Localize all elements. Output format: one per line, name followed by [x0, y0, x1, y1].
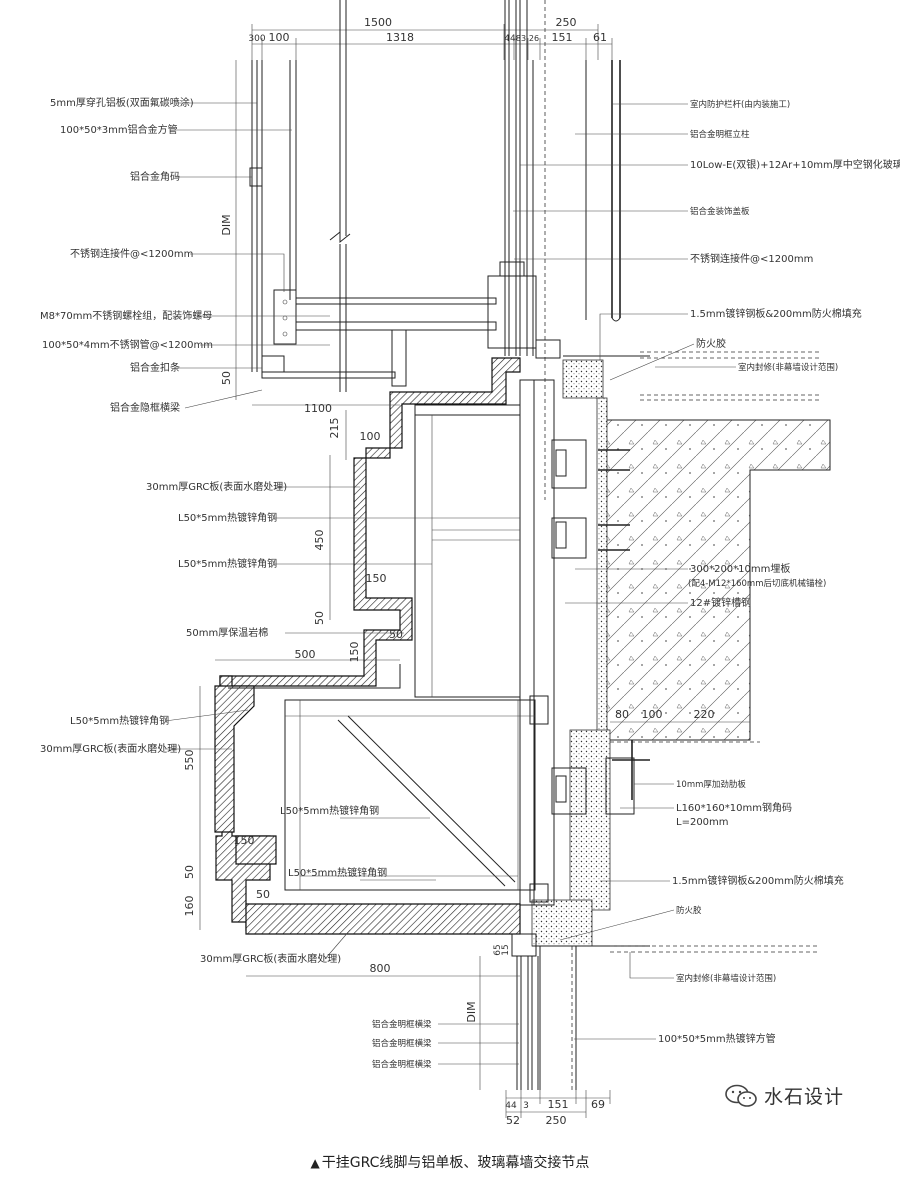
dim-100-right: 100 — [642, 708, 663, 721]
label-ss-connector-right: 不锈钢连接件@<1200mm — [690, 252, 813, 265]
lower-glass-curtain-wall — [511, 933, 820, 1090]
label-angle-2: L50*5mm热镀锌角钢 — [178, 557, 277, 570]
label-rockwool: 50mm厚保温岩棉 — [186, 626, 268, 639]
label-fire-sealant-upper: 防火胶 — [696, 337, 726, 350]
dim-44: 44 — [504, 34, 516, 44]
label-alu-tube: 100*50*3mm铝合金方管 — [60, 123, 178, 136]
label-grc-upper: 30mm厚GRC板(表面水磨处理) — [146, 480, 287, 493]
label-interior-finish-upper: 室内封修(非幕墙设计范围) — [738, 362, 838, 373]
figure-caption: ▲干挂GRC线脚与铝单板、玻璃幕墙交接节点 — [0, 1152, 900, 1172]
wechat-icon — [725, 1084, 757, 1107]
watermark: 水石设计 — [724, 1082, 844, 1109]
label-grc-lower: 30mm厚GRC板(表面水磨处理) — [200, 952, 341, 965]
bdim-250: 250 — [546, 1114, 567, 1127]
dim-150-c: 150 — [234, 834, 255, 847]
dim-150-b: 150 — [348, 642, 361, 663]
dim-300: 300 — [248, 34, 265, 44]
dim-50-c: 50 — [183, 865, 196, 879]
dim-100-mid: 100 — [360, 430, 381, 443]
top-dimensions: 1500 250 300 100 1318 44 83 26 151 61 — [248, 16, 613, 60]
label-mullion-2: 铝合金明框横梁 — [372, 1038, 432, 1049]
label-ss-connector-left: 不锈钢连接件@<1200mm — [70, 247, 193, 260]
dim-dim-lower: DIM — [465, 1001, 478, 1022]
label-channel-steel: 12#镀锌槽钢 — [690, 596, 751, 609]
caption-text: 干挂GRC线脚与铝单板、玻璃幕墙交接节点 — [321, 1155, 590, 1171]
label-steel-angle: L160*160*10mm钢角码 — [676, 801, 792, 814]
label-angle-3: L50*5mm热镀锌角钢 — [70, 714, 169, 727]
label-interior-finish-lower: 室内封修(非幕墙设计范围) — [676, 973, 776, 984]
upper-aluminium-panel — [249, 0, 497, 392]
label-mullion-1: 铝合金明框横梁 — [372, 1019, 432, 1030]
label-ss-tube: 100*50*4mm不锈钢管@<1200mm — [42, 338, 213, 351]
dim-50-b: 50 — [389, 628, 403, 641]
label-steel-tube: 100*50*5mm热镀锌方管 — [658, 1032, 776, 1045]
dim-150-a: 150 — [366, 572, 387, 585]
dim-215: 215 — [328, 418, 341, 439]
right-labels: 室内防护栏杆(由内装施工) 铝合金明框立柱 10Low-E(双银)+12Ar+1… — [513, 99, 900, 1045]
dim-15: 15 — [501, 944, 511, 955]
dim-220: 220 — [694, 708, 715, 721]
dim-500: 500 — [295, 648, 316, 661]
label-perforated-panel: 5mm厚穿孔铝板(双面氟碳喷涂) — [50, 96, 194, 109]
dim-dim-upper: DIM — [220, 214, 233, 235]
dim-1500: 1500 — [364, 16, 392, 29]
label-grc-mid: 30mm厚GRC板(表面水磨处理) — [40, 742, 181, 755]
dim-250: 250 — [556, 16, 577, 29]
label-mullion-3: 铝合金明框横梁 — [372, 1059, 432, 1070]
label-cover-plate: 铝合金装饰盖板 — [690, 206, 750, 217]
dim-1100: 1100 — [304, 402, 332, 415]
label-angle-5: L50*5mm热镀锌角钢 — [288, 866, 387, 879]
dim-50-top: 50 — [220, 371, 233, 385]
dim-65: 65 — [493, 944, 503, 955]
label-stiffener: 10mm厚加劲肋板 — [676, 779, 746, 790]
label-mullion-upper: 铝合金明框立柱 — [690, 129, 750, 140]
label-fire-board-upper: 1.5mm镀锌钢板&200mm防火棉填充 — [690, 307, 862, 320]
steel-subframe — [284, 379, 650, 906]
label-alu-transom: 铝合金隐框横梁 — [110, 401, 180, 414]
label-m8-bolt: M8*70mm不锈钢螺栓组，配装饰螺母 — [40, 309, 212, 322]
label-alu-cap-strip: 铝合金扣条 — [130, 361, 180, 374]
dim-450: 450 — [313, 530, 326, 551]
label-fire-sealant-lower: 防火胶 — [676, 905, 702, 916]
dim-80: 80 — [615, 708, 629, 721]
dim-61: 61 — [593, 31, 607, 44]
label-angle-length: L=200mm — [676, 817, 729, 828]
label-anchor-bolts: (配4-M12*160mm后切底机械锚栓) — [688, 578, 826, 589]
label-angle-4: L50*5mm热镀锌角钢 — [280, 804, 379, 817]
dim-50-d: 50 — [256, 888, 270, 901]
construction-detail-drawing: 1500 250 300 100 1318 44 83 26 151 61 — [40, 0, 900, 1127]
dim-100: 100 — [269, 31, 290, 44]
dim-1318: 1318 — [386, 31, 414, 44]
bottom-dimensions: 44 3 151 69 52 250 — [505, 1090, 611, 1127]
dim-160: 160 — [183, 896, 196, 917]
dim-151: 151 — [552, 31, 573, 44]
upper-glass-curtain-wall — [487, 0, 820, 500]
dim-550: 550 — [183, 750, 196, 771]
label-glass: 10Low-E(双银)+12Ar+10mm厚中空钢化玻璃 — [690, 158, 900, 171]
label-embed-plate: 300*200*10mm埋板 — [690, 562, 790, 575]
label-angle-1: L50*5mm热镀锌角钢 — [178, 511, 277, 524]
bdim-151: 151 — [548, 1098, 569, 1111]
dim-83: 83 — [516, 34, 526, 43]
bdim-69: 69 — [591, 1098, 605, 1111]
label-fire-board-lower: 1.5mm镀锌钢板&200mm防火棉填充 — [672, 874, 844, 887]
left-dimensions: DIM 50 1100 215 100 450 150 50 50 150 50… — [183, 60, 750, 1090]
watermark-text: 水石设计 — [764, 1086, 845, 1108]
dim-26: 26 — [529, 34, 539, 43]
left-labels: 5mm厚穿孔铝板(双面氟碳喷涂) 100*50*3mm铝合金方管 铝合金角码 不… — [40, 96, 520, 1070]
bdim-44: 44 — [505, 1101, 517, 1111]
label-alu-angle: 铝合金角码 — [130, 170, 180, 183]
bdim-52: 52 — [506, 1114, 520, 1127]
bdim-3: 3 — [523, 1101, 529, 1111]
triangle-icon: ▲ — [310, 1156, 320, 1170]
dim-800: 800 — [370, 962, 391, 975]
grc-panel-profile — [214, 357, 521, 935]
label-railing: 室内防护栏杆(由内装施工) — [690, 99, 790, 110]
dim-50-a: 50 — [313, 611, 326, 625]
